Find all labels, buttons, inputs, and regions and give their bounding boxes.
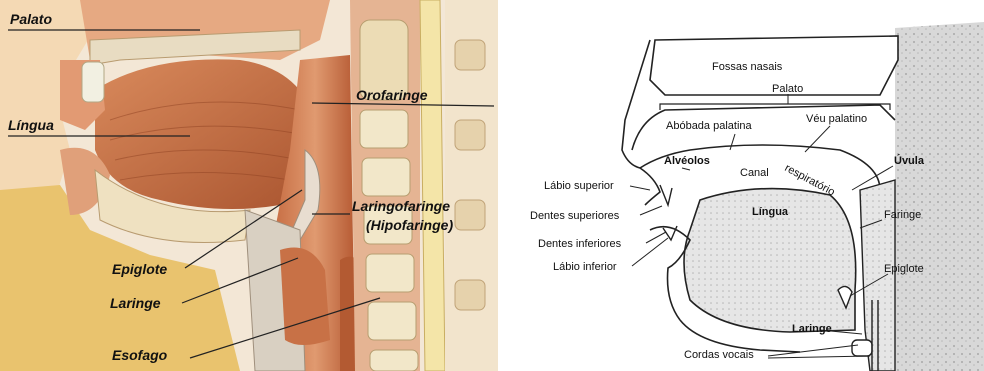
label-canal: Canal — [740, 167, 769, 179]
label-lingua-right: Língua — [752, 206, 789, 218]
label-palato: Palato — [10, 11, 52, 27]
label-esofago: Esofago — [112, 347, 168, 363]
label-laringe-right: Laringe — [792, 323, 832, 335]
label-epiglote: Epiglote — [112, 261, 167, 277]
label-laringofaringe: Laringofaringe — [352, 198, 450, 214]
label-dentes-superiores: Dentes superiores — [530, 210, 620, 222]
label-lingua: Língua — [8, 117, 54, 133]
label-faringe: Faringe — [884, 209, 921, 221]
label-cordas-vocais: Cordas vocais — [684, 349, 754, 361]
right-schematic-diagram: Fossas nasais Palato Abóbada palatina Vé… — [520, 0, 984, 371]
left-anatomy-illustration: Palato Língua Orofaringe Laringofaringe … — [0, 0, 498, 371]
label-uvula: Úvula — [894, 154, 925, 167]
label-abobada-palatina: Abóbada palatina — [666, 120, 753, 132]
label-veu-palatino: Véu palatino — [806, 113, 867, 125]
label-alveolos: Alvéolos — [664, 155, 710, 167]
label-labio-inferior: Lábio inferior — [553, 261, 617, 273]
label-dentes-inferiores: Dentes inferiores — [538, 238, 622, 250]
label-laringe: Laringe — [110, 295, 161, 311]
label-orofaringe: Orofaringe — [356, 87, 428, 103]
label-epiglote-right: Epiglote — [884, 263, 924, 275]
label-fossas-nasais: Fossas nasais — [712, 61, 783, 73]
label-hipofaringe: (Hipofaringe) — [366, 217, 453, 233]
label-palato-right: Palato — [772, 83, 803, 95]
label-labio-superior: Lábio superior — [544, 180, 614, 192]
